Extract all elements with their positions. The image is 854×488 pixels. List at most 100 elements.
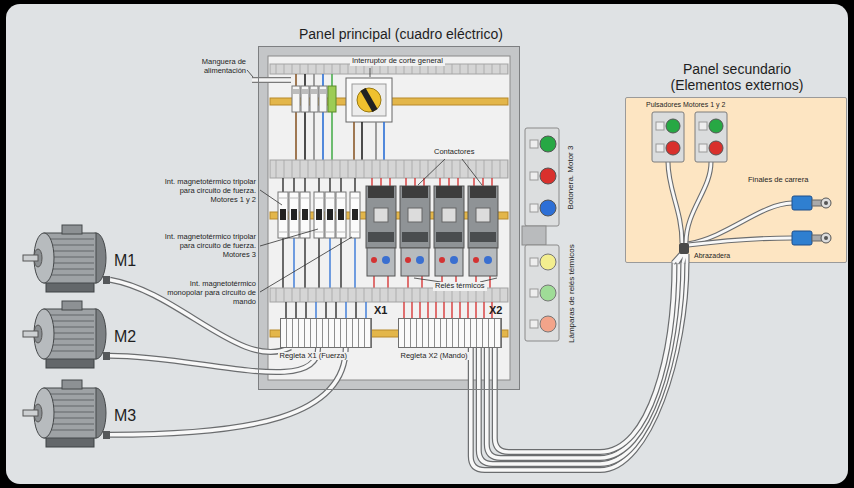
switch-body	[792, 231, 812, 245]
switch-wires	[354, 122, 384, 160]
cable-core	[673, 254, 687, 263]
cable-gland	[103, 431, 110, 439]
cable-line	[487, 263, 679, 458]
leader-line	[462, 159, 482, 185]
button-mark	[699, 144, 707, 152]
button-box	[695, 112, 727, 162]
wire	[331, 74, 333, 86]
leader-line	[247, 70, 253, 77]
lamp-box	[525, 245, 559, 341]
cable-line	[487, 263, 679, 458]
callout-label: Interruptor de corte general	[350, 57, 445, 66]
switch-body	[792, 196, 812, 210]
callout-label: Finales de carrera	[748, 176, 808, 185]
button-mark	[530, 204, 538, 212]
terminal-id: X1	[374, 304, 387, 317]
panel-heading: Panel principal (cuadro eléctrico)	[299, 26, 503, 42]
cable-gland	[103, 276, 110, 284]
leader-line	[260, 190, 282, 205]
earth-terminal	[328, 86, 336, 112]
main-switch	[346, 78, 392, 122]
wire	[283, 238, 341, 288]
leader-line	[418, 159, 445, 185]
cable-core	[688, 203, 792, 244]
vertical-label: Botonera. Motor 3	[566, 145, 575, 209]
wire	[304, 74, 306, 86]
button-mark	[656, 144, 664, 152]
button-mark	[656, 122, 664, 130]
box-connector	[522, 226, 546, 245]
pilot-lamp	[540, 285, 556, 301]
wire	[313, 74, 315, 86]
wire	[331, 112, 333, 160]
terminal-wires	[296, 74, 332, 160]
callout-label: Contactores	[432, 148, 476, 157]
switch-body	[346, 78, 392, 122]
callout-label: Int. magnetotérmico tripolar para circui…	[156, 177, 256, 204]
roller-axle	[824, 236, 828, 240]
limit-switch	[792, 231, 831, 245]
terminal-strip: X2Regleta X2 (Mando)	[398, 318, 502, 348]
motor-terminal-box	[62, 225, 82, 234]
wire	[322, 74, 324, 86]
button-box	[525, 128, 559, 226]
motor-drawing	[22, 298, 110, 376]
callout-label: Relés térmicos	[433, 282, 487, 291]
callout-label: Pulsadores Motores 1 y 2	[646, 101, 725, 109]
field-cables	[668, 162, 792, 263]
switch-handle	[360, 88, 377, 112]
push-button	[709, 141, 723, 155]
button-mark	[699, 122, 707, 130]
cable-line	[495, 263, 675, 452]
cable-gland	[103, 352, 110, 360]
wire	[361, 122, 363, 160]
power-wires	[316, 302, 366, 318]
wire	[295, 74, 297, 86]
wire	[322, 112, 324, 160]
control-wires	[372, 178, 492, 186]
main-panel: Panel principal (cuadro eléctrico)X1Regl…	[258, 46, 520, 390]
leader-line	[370, 68, 371, 77]
motor: M3	[22, 377, 110, 455]
cable	[673, 254, 687, 263]
motor-drawing	[22, 377, 110, 455]
wire	[375, 122, 377, 160]
cable-line	[110, 280, 291, 352]
roller-axle	[824, 201, 828, 205]
motor-label: M3	[114, 407, 136, 425]
cable-line	[479, 263, 683, 464]
callout-label: Int. magnetotérmico tripolar para circui…	[156, 232, 256, 259]
button-mark	[530, 140, 538, 148]
wire	[313, 112, 315, 160]
button-mark	[530, 172, 538, 180]
motor-drawing	[22, 222, 110, 300]
cable	[110, 280, 291, 352]
cable-core	[686, 162, 711, 243]
button-box	[652, 112, 684, 162]
control-wires	[404, 302, 492, 318]
cable	[688, 238, 792, 245]
vertical-label: Lámparas de relés térmicos	[566, 244, 575, 343]
callout-label: Abrazadera	[694, 252, 730, 260]
terminal-id: X2	[489, 304, 502, 317]
motor-terminal-box	[62, 301, 82, 310]
cable	[110, 348, 346, 435]
motor-shaft	[23, 255, 38, 261]
cable-line	[471, 263, 687, 470]
push-button-box	[695, 112, 727, 162]
wire	[383, 122, 385, 160]
wire	[294, 238, 355, 288]
cable-clamp	[679, 243, 689, 254]
push-button	[540, 168, 556, 184]
callout-label: Int. magnetotérmico monopolar para circu…	[156, 279, 256, 306]
wire-duct	[270, 160, 508, 178]
cable	[686, 162, 711, 243]
wire	[304, 112, 306, 160]
terminal-label: Regleta X1 (Fuerza)	[278, 352, 350, 361]
cable-line	[471, 263, 687, 470]
cable-line	[110, 348, 346, 435]
switch-plate	[352, 84, 386, 116]
leader-line	[260, 229, 318, 246]
push-button	[709, 119, 723, 133]
